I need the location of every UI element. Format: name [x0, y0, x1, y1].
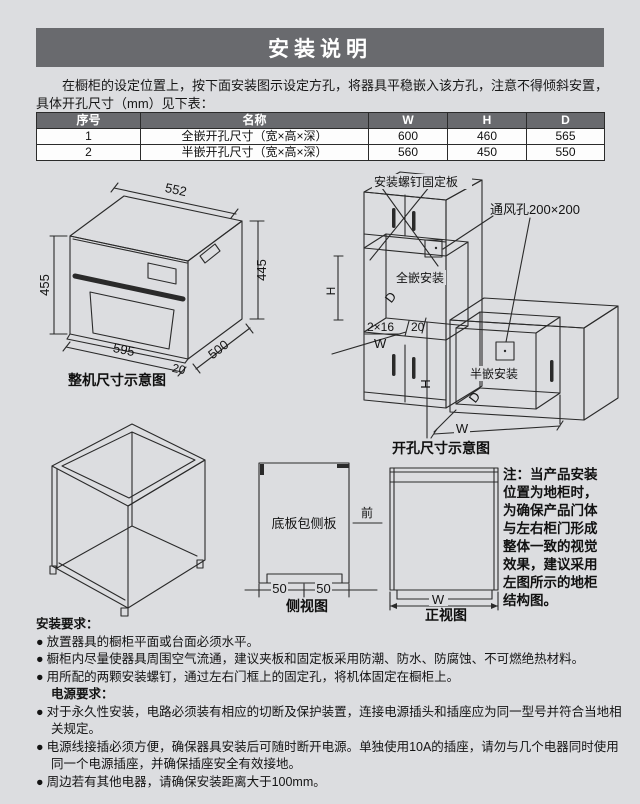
screw-plate-label: 安装螺钉固定板 — [374, 174, 458, 189]
cell-name: 半嵌开孔尺寸（宽×高×深） — [140, 144, 369, 161]
col-header-name: 名称 — [140, 112, 369, 129]
requirement-text: 周边若有其他电器，请确保安装距离大于100mm。 — [46, 774, 326, 789]
cell-index: 1 — [36, 128, 141, 145]
front-view-outline — [389, 467, 499, 611]
dim-d-lower: D — [466, 389, 484, 406]
col-header-h: H — [447, 112, 527, 129]
dim-500: 500 — [205, 337, 231, 362]
intro-line-2: 具体开孔尺寸（mm）见下表： — [36, 95, 214, 111]
requirement-item: ●电源线接插必须方便，确保器具安装后可随时断开电源。单独使用10A的插座，请勿与… — [36, 739, 630, 774]
requirement-text: 电源线接插必须方便，确保器具安装后可随时断开电源。单独使用10A的插座，请勿与几… — [46, 739, 619, 772]
front-view-caption: 正视图 — [425, 607, 467, 623]
dim-w-lower: W — [456, 421, 469, 436]
bottom-panel-label: 底板包侧板 — [271, 516, 336, 531]
cell-d: 550 — [526, 144, 605, 161]
requirement-item: ●放置器具的橱柜平面或台面必须水平。 — [36, 634, 630, 652]
dim-445: 445 — [254, 259, 269, 281]
requirement-item: ●对于永久性安装，电路必须装有相应的切断及保护装置，连接电源插头和插座应为同一型… — [36, 704, 630, 739]
front-view-diagram: W 正视图 — [389, 467, 499, 623]
requirements-section: 安装要求： ●放置器具的橱柜平面或台面必须水平。 ●橱柜内尽量使器具周围空气流通… — [36, 616, 630, 791]
bullet-icon: ● — [36, 774, 44, 789]
bullet-icon: ● — [36, 669, 44, 684]
cutout-size-table: 序号 名称 W H D 1 全嵌开孔尺寸（宽×高×深） 600 460 565 … — [36, 112, 605, 161]
bullet-icon: ● — [36, 739, 44, 754]
table-header-row: 序号 名称 W H D — [36, 112, 605, 129]
cell-w: 600 — [368, 128, 448, 145]
dim-screws: 2×16 — [367, 320, 394, 334]
col-header-index: 序号 — [36, 112, 141, 129]
cell-name: 全嵌开孔尺寸（宽×高×深） — [140, 128, 369, 145]
cell-w: 560 — [368, 144, 448, 161]
page-title: 安装说明 — [36, 28, 604, 67]
installation-requirements-title: 安装要求： — [36, 617, 99, 631]
dim-gap-20: 20 — [411, 320, 425, 334]
requirement-item: ●橱柜内尽量使器具周围空气流通，建议夹板和固定板采用防潮、防水、防腐蚀、不可燃绝… — [36, 651, 630, 669]
requirement-text: 橱柜内尽量使器具周围空气流通，建议夹板和固定板采用防潮、防水、防腐蚀、不可燃绝热… — [46, 652, 585, 666]
dim-h-mid: H — [418, 379, 433, 388]
dim-50-right: 50 — [316, 581, 330, 596]
vent-hole-label: 通风孔200×200 — [490, 202, 580, 217]
dim-d-upper: D — [382, 289, 400, 306]
dim-50-left: 50 — [272, 581, 286, 596]
base-cabinet-sketch — [49, 423, 206, 617]
corner-fittings — [260, 464, 349, 475]
intro-paragraph: 在橱柜的设定位置上，按下面安装图示设定方孔，将器具平稳嵌入该方孔，注意不得倾斜安… — [36, 77, 614, 112]
base-cabinet-outline — [49, 423, 206, 617]
dim-552: 552 — [164, 180, 188, 199]
cutout-diagram-caption: 开孔尺寸示意图 — [392, 440, 490, 456]
requirement-text: 对于永久性安装，电路必须装有相应的切断及保护装置，连接电源插头和插座应为同一型号… — [46, 704, 622, 737]
dim-w-upper: W — [374, 336, 387, 351]
col-header-w: W — [368, 112, 448, 129]
oven-diagram-caption: 整机尺寸示意图 — [67, 372, 166, 388]
dimension-arrowheads — [390, 603, 498, 609]
bullet-icon: ● — [36, 652, 44, 666]
dim-h-left: H — [324, 287, 338, 296]
cell-index: 2 — [36, 144, 141, 161]
dim-595: 595 — [112, 340, 136, 359]
side-view-outline — [244, 462, 383, 598]
table-row: 1 全嵌开孔尺寸（宽×高×深） 600 460 565 — [36, 128, 605, 145]
col-header-d: D — [526, 112, 605, 129]
full-recessed-label: 全嵌安装 — [396, 270, 444, 285]
installation-note: 注：当产品安装位置为地柜时，为确保产品门体与左右柜门形成整体一致的视觉效果，建议… — [503, 467, 598, 608]
cell-h: 460 — [447, 128, 527, 145]
requirement-text: 用所配的两颗安装螺钉，通过左右门框上的固定孔，将机体固定在橱柜上。 — [46, 669, 460, 684]
oven-dimensions-diagram: 552 455 445 595 500 20 整机尺寸示意图 — [37, 180, 269, 388]
dim-455: 455 — [37, 274, 52, 296]
side-view-diagram: 底板包侧板 前 50 50 侧视图 — [244, 462, 383, 614]
dim-w-front: W — [432, 592, 445, 607]
front-side-label: 前 — [361, 505, 373, 520]
semi-recessed-label: 半嵌安装 — [470, 366, 518, 381]
cell-h: 450 — [447, 144, 527, 161]
dim-20: 20 — [171, 361, 187, 378]
door-handles — [392, 208, 554, 382]
requirement-text: 放置器具的橱柜平面或台面必须水平。 — [46, 634, 260, 649]
low-cabinet-outline — [430, 217, 619, 439]
cell-d: 565 — [526, 128, 605, 145]
power-requirements-title: 电源要求： — [51, 687, 114, 701]
requirement-item: ●周边若有其他电器，请确保安装距离大于100mm。 — [36, 774, 630, 792]
side-view-caption: 侧视图 — [286, 598, 328, 614]
oven-dimension-lines — [49, 182, 265, 377]
bullet-icon: ● — [36, 634, 44, 649]
oven-outline — [66, 195, 243, 364]
cabinet-cutout-diagram: 安装螺钉固定板 通风孔200×200 全嵌安装 半嵌安装 D D 2×16 W … — [324, 171, 619, 456]
requirement-item: ●用所配的两颗安装螺钉，通过左右门框上的固定孔，将机体固定在橱柜上。 — [36, 669, 630, 687]
bullet-icon: ● — [36, 704, 44, 719]
table-row: 2 半嵌开孔尺寸（宽×高×深） 560 450 550 — [36, 144, 605, 161]
intro-line-1: 在橱柜的设定位置上，按下面安装图示设定方孔，将器具平稳嵌入该方孔，注意不得倾斜安… — [62, 78, 609, 93]
